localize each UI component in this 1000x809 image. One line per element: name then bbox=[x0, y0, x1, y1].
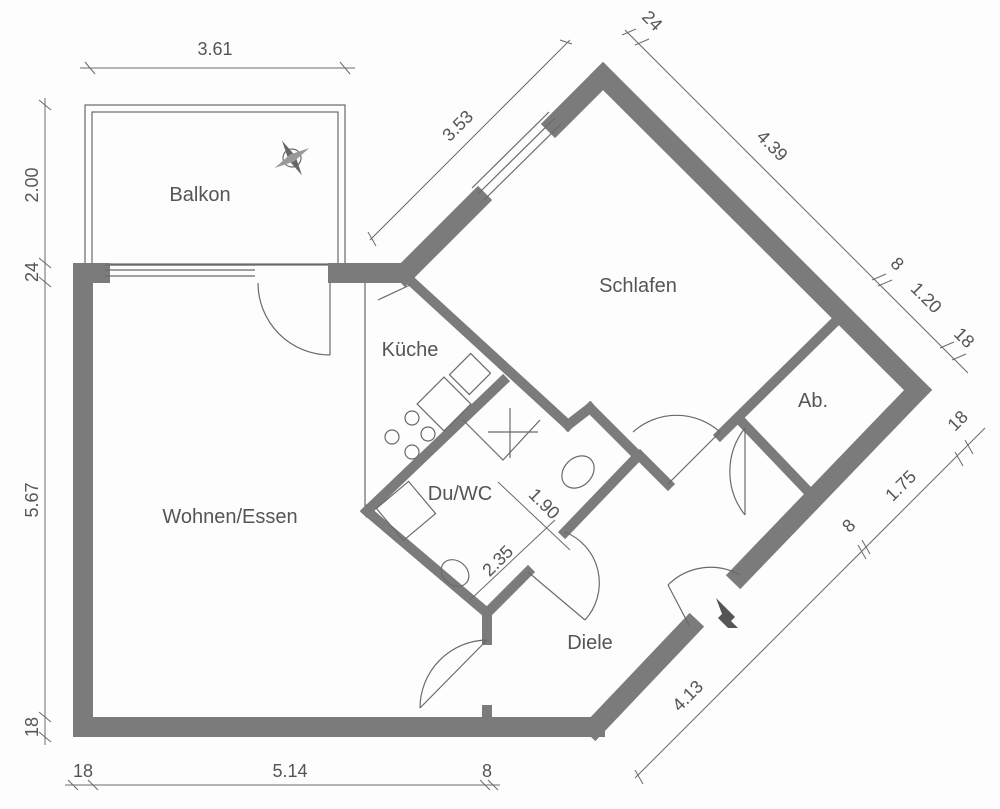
kitchen-fixtures bbox=[377, 284, 492, 460]
exterior-walls bbox=[73, 61, 933, 742]
windows bbox=[105, 111, 562, 277]
doors[interactable] bbox=[419, 414, 746, 709]
room-label-wohnen: Wohnen/Essen bbox=[162, 506, 297, 528]
dim-left-balkon: 2.00 bbox=[22, 167, 42, 202]
dim-bottom-wall-inner: 8 bbox=[482, 761, 492, 781]
room-label-diele: Diele bbox=[567, 632, 613, 654]
dim-bath-width: 1.90 bbox=[525, 484, 564, 523]
dim-left-main: 5.67 bbox=[22, 482, 42, 517]
bathroom-fixtures bbox=[375, 408, 595, 587]
balcony-door[interactable] bbox=[257, 282, 331, 356]
dim-ne-wall-end: 18 bbox=[950, 324, 978, 352]
dimension-lines bbox=[38, 28, 986, 791]
dim-top-balkon: 3.61 bbox=[197, 39, 232, 59]
room-label-ab: Ab. bbox=[798, 390, 828, 412]
dim-left-wall-top: 24 bbox=[22, 262, 42, 282]
entrance-arrow-icon bbox=[716, 598, 738, 628]
dim-ne-ab: 1.20 bbox=[907, 278, 946, 317]
dim-se-inner: 8 bbox=[838, 515, 859, 536]
room-label-kueche: Küche bbox=[382, 339, 439, 361]
dim-diag-window: 3.53 bbox=[438, 106, 477, 145]
dim-se-ab: 1.75 bbox=[881, 466, 920, 505]
dim-bottom-wall-left: 18 bbox=[73, 761, 93, 781]
dim-se-wall: 18 bbox=[944, 407, 972, 435]
dim-left-wall-bottom: 18 bbox=[22, 717, 42, 737]
dim-bath-length: 2.35 bbox=[478, 541, 517, 580]
room-label-duwc: Du/WC bbox=[428, 483, 492, 505]
dim-ne-schlafen: 4.39 bbox=[753, 126, 792, 165]
interior-walls bbox=[359, 274, 843, 725]
compass-icon bbox=[274, 140, 310, 176]
dim-bottom-main: 5.14 bbox=[272, 761, 307, 781]
room-label-schlafen: Schlafen bbox=[599, 275, 677, 297]
dim-ne-inner: 8 bbox=[887, 253, 908, 274]
dim-ne-wall: 24 bbox=[638, 7, 666, 35]
room-label-balkon: Balkon bbox=[169, 184, 230, 206]
dim-se-diele: 4.13 bbox=[668, 676, 707, 715]
